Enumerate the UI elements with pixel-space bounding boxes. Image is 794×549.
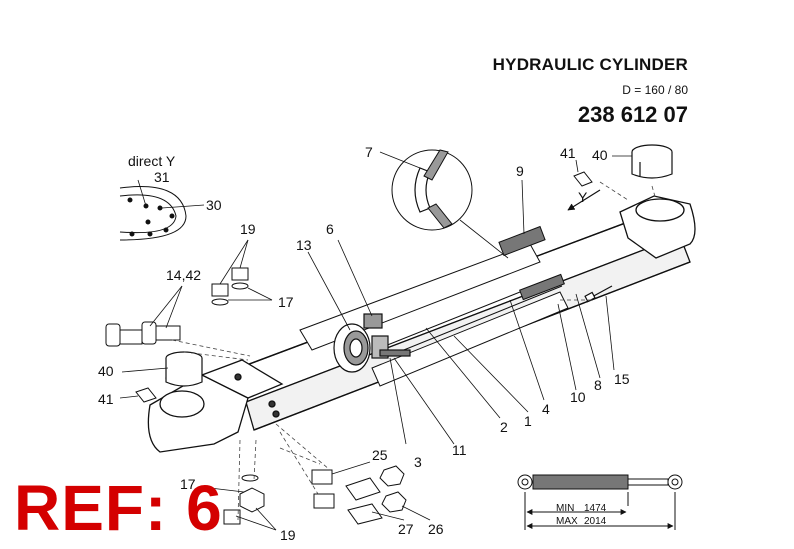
part-label-30: 30 xyxy=(206,197,222,213)
part-label-40-right: 40 xyxy=(592,147,608,163)
plugs-top xyxy=(211,267,249,306)
part-number: 238 612 07 xyxy=(577,102,688,127)
direct-y-inset-flange xyxy=(119,186,187,241)
grease-nipple-41 xyxy=(135,171,593,403)
bushing-left xyxy=(165,351,203,387)
assembly-dash-lines xyxy=(171,181,657,521)
piston-rod xyxy=(379,225,565,359)
barrel-cutaway xyxy=(299,243,569,387)
stroke-diagram xyxy=(517,474,683,530)
rod-eye xyxy=(619,195,696,259)
part-label-7: 7 xyxy=(365,144,373,160)
part-label-13: 13 xyxy=(296,237,312,253)
part-label-3: 3 xyxy=(414,454,422,470)
part-label-26: 26 xyxy=(428,521,444,537)
stroke-min-value: 1474 xyxy=(584,503,607,514)
part-label-17-bottom: 17 xyxy=(180,476,196,492)
part-label-2: 2 xyxy=(500,419,508,435)
part-label-19-bottom: 19 xyxy=(280,527,296,543)
part-label-17-top: 17 xyxy=(278,294,294,310)
plugs-bottom xyxy=(223,474,265,525)
reference-watermark: REF: 6 xyxy=(14,472,223,544)
part-label-6-top: 6 xyxy=(326,221,334,237)
part-label-27: 27 xyxy=(398,521,414,537)
part-label-15: 15 xyxy=(614,371,630,387)
view-direction-arrow: Y xyxy=(567,189,601,211)
part-label-11: 11 xyxy=(452,442,467,458)
part-label-25: 25 xyxy=(372,447,388,463)
direct-y-label: direct Y xyxy=(128,153,176,169)
cylinder-bottom-eye xyxy=(147,359,284,453)
stroke-max-label: MAX xyxy=(556,516,578,527)
part-label-31: 31 xyxy=(154,169,170,185)
piston xyxy=(333,313,411,373)
part-label-19-top: 19 xyxy=(240,221,256,237)
arrow-y-label: Y xyxy=(578,189,588,205)
part-label-9: 9 xyxy=(516,163,524,179)
fittings-bottom xyxy=(311,465,407,525)
bushing-right xyxy=(631,144,673,179)
part-label-41-right: 41 xyxy=(560,145,576,161)
diagram-title: HYDRAULIC CYLINDER xyxy=(492,55,688,74)
part-label-40-left: 40 xyxy=(98,363,114,379)
stroke-max-value: 2014 xyxy=(584,516,607,527)
part-labels: direct Y 31 30 7 9 41 40 19 6 13 14,42 1… xyxy=(98,144,630,543)
part-label-1: 1 xyxy=(524,413,532,429)
part-label-8: 8 xyxy=(594,377,602,393)
seal-detail xyxy=(391,149,509,259)
part-label-10: 10 xyxy=(570,389,586,405)
cylinder-dimensions: D = 160 / 80 xyxy=(622,83,688,97)
part-label-14-42: 14,42 xyxy=(166,267,201,283)
stroke-min-label: MIN xyxy=(556,503,574,514)
leader-lines xyxy=(119,151,632,531)
hydraulic-fittings xyxy=(105,321,181,347)
part-label-4: 4 xyxy=(542,401,550,417)
part-label-41-left: 41 xyxy=(98,391,114,407)
